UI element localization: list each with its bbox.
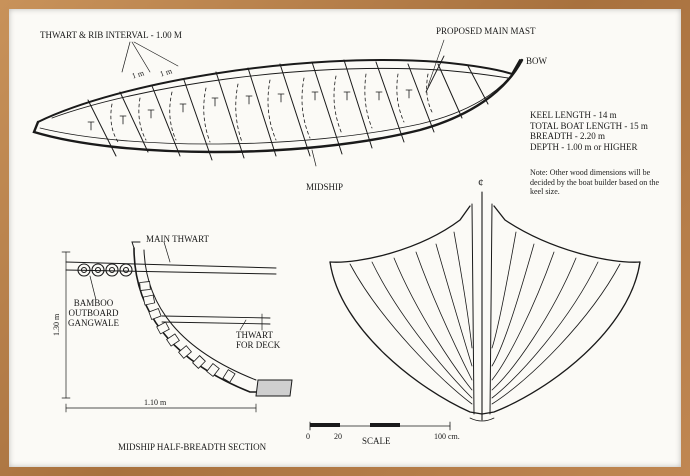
spec-total-length: TOTAL BOAT LENGTH - 15 m <box>530 120 648 131</box>
label-scale: SCALE <box>362 436 391 446</box>
scale-tick-20: 20 <box>334 432 342 441</box>
label-main-thwart: MAIN THWART <box>146 234 210 244</box>
label-thwart-rib-interval: THWART & RIB INTERVAL - 1.00 M <box>40 30 182 40</box>
label-proposed-main-mast: PROPOSED MAIN MAST <box>436 26 536 36</box>
label-width-dimension: 1.10 m <box>144 398 167 407</box>
body-plan <box>329 191 641 422</box>
scale-tick-100: 100 cm. <box>434 432 460 441</box>
note-text: Note: Other wood dimensions will be deci… <box>530 168 660 196</box>
spec-breadth: BREADTH - 2.20 m <box>530 131 605 141</box>
midship-section <box>61 241 293 413</box>
drawing-sheet <box>9 9 681 467</box>
centerline-symbol: ȼ <box>478 177 484 189</box>
label-section-title: MIDSHIP HALF-BREADTH SECTION <box>118 442 267 452</box>
label-thwart-for-deck: THWART FOR DECK <box>236 330 280 350</box>
scale-tick-0: 0 <box>306 432 310 441</box>
label-bamboo-line2: OUTBOARD <box>68 308 119 318</box>
spec-list: KEEL LENGTH - 14 m TOTAL BOAT LENGTH - 1… <box>530 110 648 152</box>
scale-bar <box>309 421 451 431</box>
label-bamboo-line3: GANGWALE <box>68 318 119 328</box>
label-height-dimension: 1.30 m <box>52 313 61 336</box>
label-bamboo-gangwale: BAMBOO OUTBOARD GANGWALE <box>68 298 119 328</box>
label-midship: MIDSHIP <box>306 182 344 192</box>
label-bamboo-line1: BAMBOO <box>73 298 114 308</box>
spec-depth: DEPTH - 1.00 m or HIGHER <box>530 141 638 152</box>
label-bow: BOW <box>526 56 547 66</box>
label-thwart-deck-line1: THWART <box>236 330 273 340</box>
spec-keel-length: KEEL LENGTH - 14 m <box>530 110 617 120</box>
label-thwart-deck-line2: FOR DECK <box>236 340 281 350</box>
hull-plan <box>32 39 524 167</box>
